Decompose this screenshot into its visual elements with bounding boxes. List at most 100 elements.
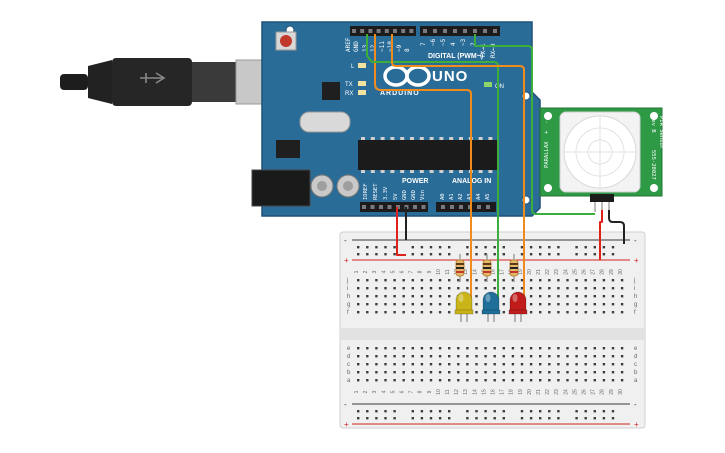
- rail-hole[interactable]: [475, 410, 478, 413]
- breadboard-hole[interactable]: [375, 303, 378, 306]
- breadboard-hole[interactable]: [475, 287, 478, 290]
- breadboard-hole[interactable]: [566, 363, 569, 366]
- rail-hole[interactable]: [548, 246, 551, 249]
- breadboard-hole[interactable]: [566, 371, 569, 374]
- breadboard-hole[interactable]: [593, 363, 596, 366]
- rail-hole[interactable]: [484, 246, 487, 249]
- breadboard-hole[interactable]: [466, 355, 469, 358]
- rail-hole[interactable]: [602, 253, 606, 256]
- breadboard-hole[interactable]: [420, 311, 424, 314]
- rail-hole[interactable]: [484, 417, 487, 420]
- breadboard-hole[interactable]: [566, 355, 569, 358]
- breadboard-hole[interactable]: [393, 295, 396, 298]
- breadboard-hole[interactable]: [357, 347, 360, 350]
- breadboard-hole[interactable]: [402, 295, 405, 298]
- breadboard-hole[interactable]: [539, 303, 542, 306]
- breadboard-hole[interactable]: [620, 379, 624, 382]
- rail-hole[interactable]: [375, 410, 378, 413]
- breadboard-hole[interactable]: [484, 371, 487, 374]
- breadboard-hole[interactable]: [438, 295, 442, 298]
- breadboard-hole[interactable]: [557, 363, 560, 366]
- breadboard-hole[interactable]: [620, 279, 624, 282]
- breadboard-hole[interactable]: [357, 355, 360, 358]
- rail-hole[interactable]: [375, 253, 378, 256]
- breadboard-hole[interactable]: [539, 379, 542, 382]
- breadboard-hole[interactable]: [593, 279, 596, 282]
- breadboard-hole[interactable]: [511, 363, 515, 366]
- breadboard-hole[interactable]: [557, 303, 560, 306]
- breadboard-hole[interactable]: [575, 287, 578, 290]
- breadboard-hole[interactable]: [575, 311, 578, 314]
- breadboard-hole[interactable]: [475, 355, 478, 358]
- breadboard-hole[interactable]: [429, 303, 433, 306]
- rail-hole[interactable]: [484, 410, 487, 413]
- breadboard-hole[interactable]: [466, 347, 469, 350]
- breadboard-hole[interactable]: [529, 379, 533, 382]
- rail-hole[interactable]: [466, 417, 469, 420]
- breadboard-hole[interactable]: [411, 363, 414, 366]
- breadboard-hole[interactable]: [584, 363, 587, 366]
- breadboard-hole[interactable]: [539, 347, 542, 350]
- breadboard-hole[interactable]: [466, 379, 469, 382]
- breadboard-hole[interactable]: [438, 379, 442, 382]
- breadboard-hole[interactable]: [375, 311, 378, 314]
- rail-hole[interactable]: [575, 253, 578, 256]
- rail-hole[interactable]: [357, 417, 360, 420]
- breadboard-hole[interactable]: [411, 355, 414, 358]
- breadboard-hole[interactable]: [366, 379, 369, 382]
- rail-hole[interactable]: [357, 246, 360, 249]
- breadboard-hole[interactable]: [502, 279, 505, 282]
- rail-hole[interactable]: [429, 253, 433, 256]
- breadboard-hole[interactable]: [438, 303, 442, 306]
- breadboard-hole[interactable]: [366, 287, 369, 290]
- rail-hole[interactable]: [520, 417, 524, 420]
- breadboard-hole[interactable]: [484, 287, 487, 290]
- breadboard-hole[interactable]: [402, 311, 405, 314]
- breadboard-hole[interactable]: [393, 371, 396, 374]
- rail-hole[interactable]: [502, 417, 505, 420]
- breadboard-hole[interactable]: [511, 379, 515, 382]
- breadboard-hole[interactable]: [484, 379, 487, 382]
- breadboard-hole[interactable]: [475, 303, 478, 306]
- rail-hole[interactable]: [357, 253, 360, 256]
- rail-hole[interactable]: [502, 253, 505, 256]
- breadboard-hole[interactable]: [411, 379, 414, 382]
- breadboard-hole[interactable]: [620, 363, 624, 366]
- rail-hole[interactable]: [602, 246, 606, 249]
- breadboard-hole[interactable]: [584, 371, 587, 374]
- rail-hole[interactable]: [375, 417, 378, 420]
- breadboard-hole[interactable]: [393, 303, 396, 306]
- breadboard-hole[interactable]: [575, 379, 578, 382]
- rail-hole[interactable]: [557, 253, 560, 256]
- rail-hole[interactable]: [448, 417, 451, 420]
- rail-hole[interactable]: [475, 253, 478, 256]
- rail-hole[interactable]: [520, 253, 524, 256]
- breadboard-hole[interactable]: [511, 287, 515, 290]
- breadboard-hole[interactable]: [529, 371, 533, 374]
- rail-hole[interactable]: [357, 410, 360, 413]
- rail-hole[interactable]: [584, 417, 587, 420]
- breadboard-hole[interactable]: [375, 371, 378, 374]
- breadboard-hole[interactable]: [429, 363, 433, 366]
- breadboard-hole[interactable]: [402, 287, 405, 290]
- rail-hole[interactable]: [557, 417, 560, 420]
- breadboard-hole[interactable]: [566, 347, 569, 350]
- breadboard-hole[interactable]: [611, 279, 615, 282]
- breadboard-hole[interactable]: [575, 363, 578, 366]
- breadboard-hole[interactable]: [457, 363, 460, 366]
- breadboard-hole[interactable]: [475, 347, 478, 350]
- breadboard-hole[interactable]: [357, 311, 360, 314]
- rail-hole[interactable]: [584, 246, 587, 249]
- breadboard-hole[interactable]: [520, 355, 524, 358]
- breadboard-hole[interactable]: [384, 379, 387, 382]
- breadboard-hole[interactable]: [620, 303, 624, 306]
- rail-hole[interactable]: [548, 253, 551, 256]
- breadboard-hole[interactable]: [529, 363, 533, 366]
- rail-hole[interactable]: [384, 410, 387, 413]
- breadboard-hole[interactable]: [366, 363, 369, 366]
- breadboard-hole[interactable]: [602, 279, 606, 282]
- breadboard-hole[interactable]: [611, 347, 615, 350]
- breadboard-hole[interactable]: [593, 295, 596, 298]
- breadboard-hole[interactable]: [402, 355, 405, 358]
- breadboard-hole[interactable]: [366, 371, 369, 374]
